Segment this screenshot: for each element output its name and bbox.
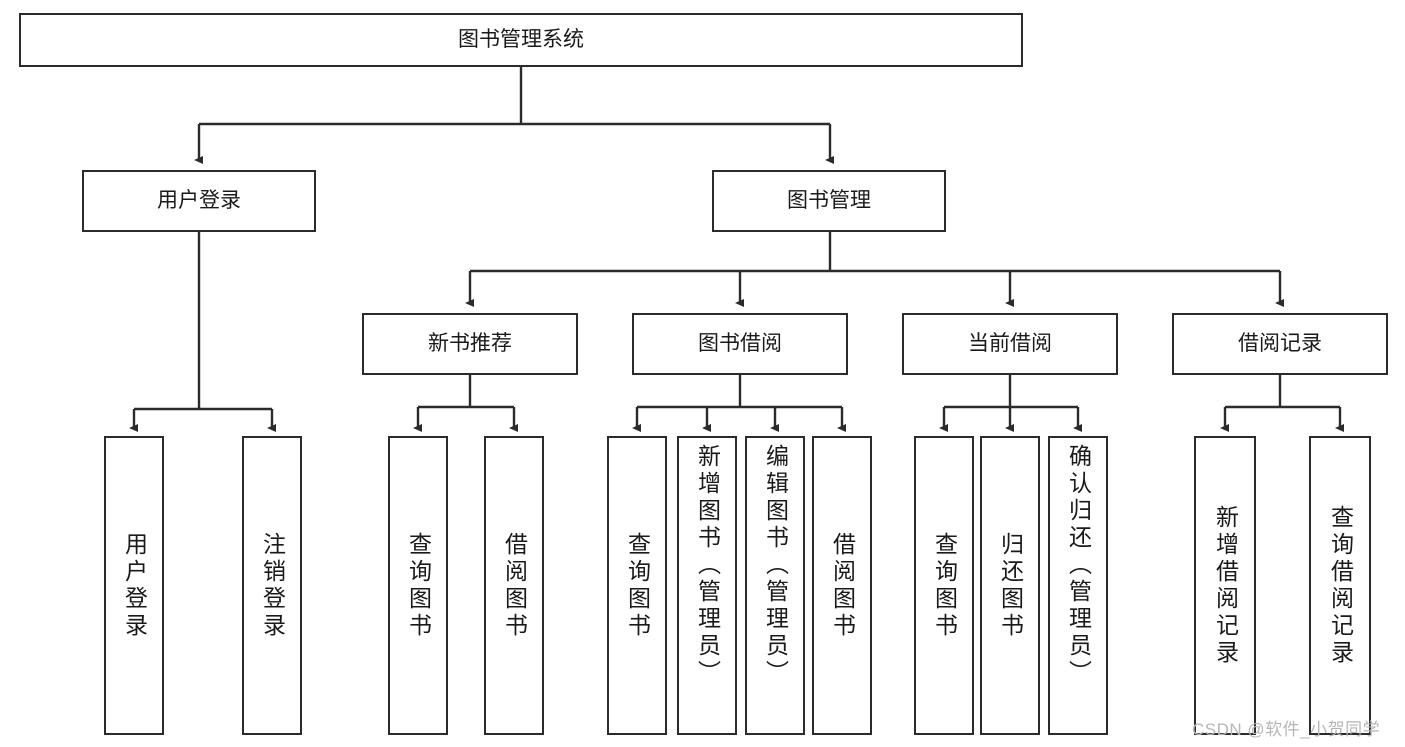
leaf-borrow-book-label: 借阅图书 <box>829 531 856 640</box>
node-current-borrow-label: 当前借阅 <box>968 331 1052 355</box>
leaf-user-login-label: 用户登录 <box>121 531 148 640</box>
node-new-book-recommend-label: 新书推荐 <box>428 331 512 355</box>
leaf-current-query-label: 查询图书 <box>931 531 958 640</box>
node-root[interactable]: 图书管理系统 <box>19 13 1023 67</box>
leaf-record-query[interactable]: 查询借阅记录 <box>1309 436 1371 735</box>
leaf-current-return-label: 归还图书 <box>997 531 1024 640</box>
leaf-borrow-add-book-label: 新增图书（管理员） <box>694 444 721 687</box>
leaf-new-books-query-label: 查询图书 <box>405 531 432 640</box>
node-current-borrow[interactable]: 当前借阅 <box>902 313 1118 375</box>
leaf-borrow-edit-book[interactable]: 编辑图书（管理员） <box>745 436 805 735</box>
node-book-management-label: 图书管理 <box>787 188 871 212</box>
node-book-management[interactable]: 图书管理 <box>712 170 946 232</box>
node-book-borrow[interactable]: 图书借阅 <box>632 313 848 375</box>
leaf-borrow-edit-book-label: 编辑图书（管理员） <box>762 444 789 687</box>
leaf-record-query-label: 查询借阅记录 <box>1327 504 1354 667</box>
leaf-logout[interactable]: 注销登录 <box>242 436 302 735</box>
node-new-book-recommend[interactable]: 新书推荐 <box>362 313 578 375</box>
watermark: CSDN @软件_小贺同学 <box>1192 720 1381 739</box>
leaf-user-login[interactable]: 用户登录 <box>104 436 164 735</box>
node-user-login-label: 用户登录 <box>157 188 241 212</box>
leaf-current-query[interactable]: 查询图书 <box>914 436 974 735</box>
leaf-current-return[interactable]: 归还图书 <box>980 436 1040 735</box>
leaf-new-books-query[interactable]: 查询图书 <box>388 436 448 735</box>
node-root-label: 图书管理系统 <box>458 27 584 51</box>
leaf-logout-label: 注销登录 <box>259 531 286 640</box>
node-book-borrow-label: 图书借阅 <box>698 331 782 355</box>
leaf-record-add[interactable]: 新增借阅记录 <box>1194 436 1256 735</box>
node-borrow-records-label: 借阅记录 <box>1238 331 1322 355</box>
leaf-current-confirm-return[interactable]: 确认归还（管理员） <box>1048 436 1108 735</box>
leaf-current-confirm-return-label: 确认归还（管理员） <box>1065 444 1092 687</box>
leaf-borrow-query-label: 查询图书 <box>624 531 651 640</box>
leaf-record-add-label: 新增借阅记录 <box>1212 504 1239 667</box>
leaf-borrow-book[interactable]: 借阅图书 <box>812 436 872 735</box>
leaf-borrow-query[interactable]: 查询图书 <box>607 436 667 735</box>
leaf-borrow-add-book[interactable]: 新增图书（管理员） <box>677 436 737 735</box>
leaf-new-books-borrow[interactable]: 借阅图书 <box>484 436 544 735</box>
node-user-login[interactable]: 用户登录 <box>82 170 316 232</box>
node-borrow-records[interactable]: 借阅记录 <box>1172 313 1388 375</box>
leaf-new-books-borrow-label: 借阅图书 <box>501 531 528 640</box>
